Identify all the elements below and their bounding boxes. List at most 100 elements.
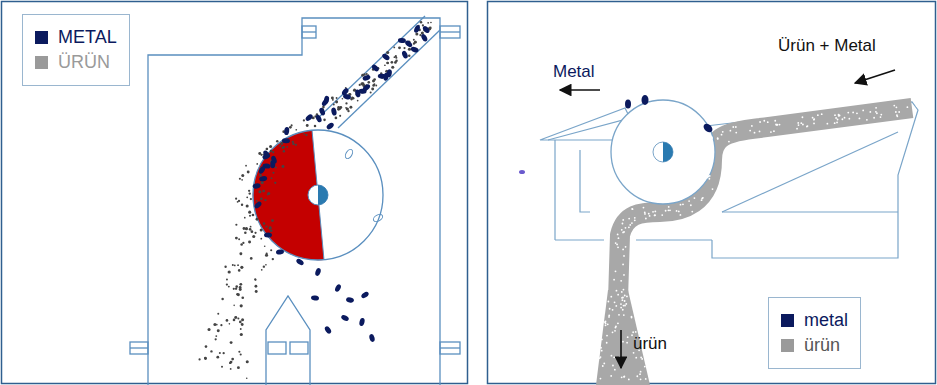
product-particle [906,106,908,108]
product-particle [226,279,228,281]
metal-particle [262,149,271,158]
product-particle [625,227,627,229]
product-particle [777,124,779,126]
product-particle [204,357,207,360]
product-particle [386,62,388,64]
product-particle [246,377,248,379]
product-particle [371,87,374,90]
metal-particle [304,113,313,122]
product-particle [605,324,607,326]
product-particle [245,165,247,167]
legend-text: ÜRÜN [58,52,110,73]
flow-label: Metal [553,62,595,82]
product-particle [363,73,365,75]
panel-frame [2,2,468,384]
product-particle [680,204,682,206]
product-particle [261,269,263,271]
product-particle [607,323,609,325]
legend-swatch [781,314,794,327]
product-particle [694,197,696,199]
product-particle [331,97,334,100]
product-particle [770,131,772,133]
product-particle [246,204,249,207]
product-particle [323,119,326,122]
product-particle [623,305,625,307]
product-particle [612,309,614,311]
product-particle [648,213,650,215]
product-particle [295,144,297,146]
product-particle [807,125,809,127]
product-particle [631,317,633,319]
product-particle [615,305,617,307]
product-particle [429,26,432,29]
product-particle [826,123,828,125]
product-particle [274,182,276,184]
product-particle [774,120,776,122]
product-particle [238,269,241,272]
product-particle [238,238,240,240]
product-particle [606,335,608,337]
product-particle [337,106,340,109]
product-particle [232,264,234,266]
product-particle [613,279,615,281]
product-particle [623,314,625,316]
product-particle [661,214,663,216]
metal-particle [360,291,369,300]
product-particle [240,333,243,336]
product-particle [690,204,692,206]
product-particle [345,102,347,104]
product-particle [314,125,317,128]
product-particle [271,219,274,222]
product-particle [624,295,626,297]
metal-particle [340,314,349,322]
product-particle [608,316,610,318]
product-particle [616,290,618,292]
product-particle [836,121,838,123]
product-particle [360,82,363,85]
product-particle [735,126,737,128]
product-particle [249,192,251,194]
product-particle [631,222,633,224]
product-particle [615,326,617,328]
metal-particle [413,24,421,33]
product-particle [247,171,250,174]
product-particle [339,115,341,117]
metal-particle [314,267,321,276]
product-particle [620,280,622,282]
product-particle [916,105,918,107]
product-particle [204,357,207,360]
product-particle [847,112,849,114]
product-particle [708,178,710,180]
product-particle [611,355,613,357]
product-particle [680,214,682,216]
metal-particle [284,127,290,136]
legend-box: METALÜRÜN [22,14,130,86]
product-particle [386,51,389,54]
product-particle [623,255,625,257]
product-particle [271,177,273,179]
product-particle [776,124,778,126]
metal-particle [259,175,268,181]
product-particle [644,212,646,214]
product-particle [873,117,875,119]
product-particle [258,190,261,193]
legend-row: ürün [781,335,848,356]
product-particle [408,54,411,57]
product-particle [226,319,229,322]
product-particle [292,141,294,143]
product-particle [620,303,622,305]
particle-stream [198,21,432,379]
product-particle [269,227,272,230]
product-particle [255,279,257,281]
product-particle [641,358,643,360]
product-particle [303,133,305,135]
product-particle [876,112,878,114]
product-particle [623,376,625,378]
product-particle [729,130,731,132]
product-particle [898,111,900,113]
product-particle [241,174,244,177]
metal-particle [295,258,304,267]
product-particle [711,150,713,152]
product-particle [605,321,607,323]
